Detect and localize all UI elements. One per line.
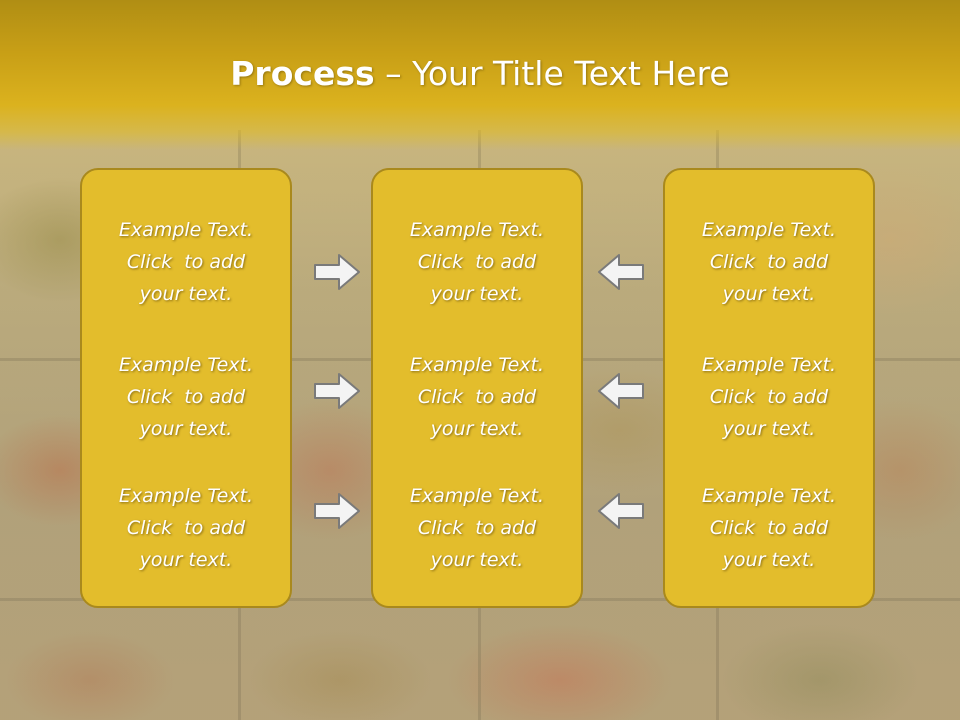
process-box-center[interactable]: Example Text. Click to add your text. Ex… (371, 168, 583, 608)
text-line: your text. (139, 418, 233, 440)
text-line: your text. (430, 283, 524, 305)
text-line: Click to add (709, 517, 829, 539)
text-placeholder[interactable]: Example Text. Click to add your text. (373, 349, 581, 445)
text-line: your text. (139, 283, 233, 305)
text-line: Example Text. (409, 219, 545, 241)
arrow-left-icon (597, 491, 645, 531)
text-line: Example Text. (118, 219, 254, 241)
slide-title[interactable]: Process – Your Title Text Here (0, 54, 960, 93)
text-line: Click to add (709, 251, 829, 273)
text-line: your text. (722, 549, 816, 571)
text-line: Click to add (417, 386, 537, 408)
arrow-right-icon (313, 252, 361, 292)
title-band (0, 0, 960, 150)
text-line: Example Text. (409, 485, 545, 507)
text-line: Click to add (126, 251, 246, 273)
text-line: your text. (722, 418, 816, 440)
arrow-right-icon (313, 491, 361, 531)
text-line: Click to add (417, 251, 537, 273)
process-box-right[interactable]: Example Text. Click to add your text. Ex… (663, 168, 875, 608)
text-line: Example Text. (118, 485, 254, 507)
process-box-left[interactable]: Example Text. Click to add your text. Ex… (80, 168, 292, 608)
text-line: Click to add (126, 386, 246, 408)
arrow-left-icon (597, 371, 645, 411)
text-placeholder[interactable]: Example Text. Click to add your text. (665, 214, 873, 310)
text-line: Example Text. (701, 485, 837, 507)
text-line: Click to add (709, 386, 829, 408)
text-line: Example Text. (118, 354, 254, 376)
text-line: your text. (430, 418, 524, 440)
text-placeholder[interactable]: Example Text. Click to add your text. (82, 480, 290, 576)
text-line: Example Text. (409, 354, 545, 376)
text-line: Click to add (126, 517, 246, 539)
title-rest-part: – Your Title Text Here (374, 54, 730, 93)
text-line: Click to add (417, 517, 537, 539)
text-placeholder[interactable]: Example Text. Click to add your text. (373, 480, 581, 576)
text-line: your text. (722, 283, 816, 305)
arrow-left-icon (597, 252, 645, 292)
text-placeholder[interactable]: Example Text. Click to add your text. (665, 349, 873, 445)
text-placeholder[interactable]: Example Text. Click to add your text. (665, 480, 873, 576)
text-line: Example Text. (701, 354, 837, 376)
text-line: Example Text. (701, 219, 837, 241)
arrow-right-icon (313, 371, 361, 411)
text-line: your text. (139, 549, 233, 571)
text-placeholder[interactable]: Example Text. Click to add your text. (82, 349, 290, 445)
text-placeholder[interactable]: Example Text. Click to add your text. (82, 214, 290, 310)
title-bold-part: Process (230, 54, 375, 93)
text-placeholder[interactable]: Example Text. Click to add your text. (373, 214, 581, 310)
text-line: your text. (430, 549, 524, 571)
